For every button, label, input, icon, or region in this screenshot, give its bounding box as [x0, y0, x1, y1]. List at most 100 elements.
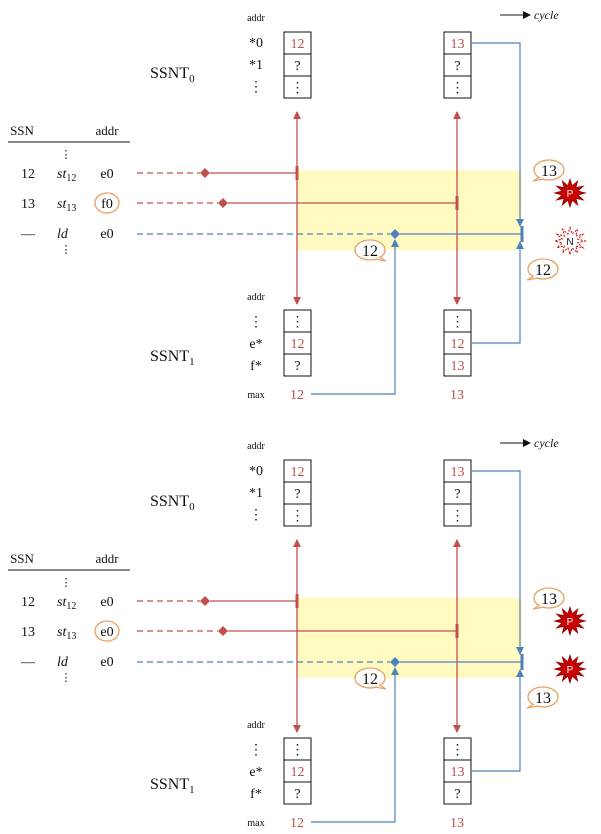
highlight-region — [297, 170, 522, 250]
ssnt1-row-label: f* — [250, 359, 262, 374]
table-row-op: st13 — [57, 625, 76, 642]
ssnt1-row-label: ⋮ — [249, 315, 263, 330]
ssnt0-to-ld-link — [471, 42, 524, 227]
value-badge-left: 12 — [354, 667, 387, 690]
addr-highlight-circle — [94, 192, 120, 214]
cycle-label: cycle — [534, 436, 559, 450]
ssnt0-row-label: *1 — [249, 486, 263, 501]
svg-text:P: P — [567, 665, 574, 676]
svg-text:P: P — [567, 617, 574, 628]
ssnt0-col2-value: ⋮ — [451, 509, 465, 524]
table-row-ssn: 12 — [21, 167, 35, 182]
svg-text:12: 12 — [535, 262, 551, 279]
svg-text:12: 12 — [362, 243, 378, 260]
ssnt1-col1-cell — [283, 781, 312, 805]
table-header-ssn: SSN — [10, 123, 34, 138]
ssnt1-col2-value: ⋮ — [451, 743, 465, 758]
table-row-op: st12 — [57, 167, 76, 184]
svg-text:13: 13 — [541, 163, 557, 180]
table-row-op: st13 — [57, 197, 76, 214]
ssnt1-col2-value: 13 — [451, 765, 465, 780]
table-row-ssn: 13 — [21, 625, 35, 640]
ssnt0-col1-value: ⋮ — [291, 509, 305, 524]
st13-diamond — [218, 626, 228, 636]
value-badge-right-bottom: 13 — [526, 686, 559, 709]
value-badge-right-top: 13 — [532, 159, 565, 182]
table-ellipsis: ⋮ — [61, 244, 72, 256]
table-row-addr: e0 — [100, 625, 113, 640]
ssnt1-col2-value: 12 — [451, 337, 465, 352]
ssnt0-col1-value: ⋮ — [291, 81, 305, 96]
table-row-ssn: 12 — [21, 595, 35, 610]
max-value-1: 12 — [290, 388, 304, 403]
table-row-addr: e0 — [100, 167, 113, 182]
ssnt0-col1-value: ? — [294, 487, 300, 502]
st12-diamond — [200, 596, 210, 606]
ssnt1-to-ld-link — [471, 241, 524, 344]
ssnt1-col2-cell — [443, 781, 472, 805]
ssnt0-title: SSNT0 — [150, 65, 195, 85]
max-label: max — [247, 818, 264, 829]
max-to-ld-link — [311, 239, 399, 395]
ssnt1-col1-value: ⋮ — [291, 315, 305, 330]
ssnt1-col1-value: 12 — [291, 337, 305, 352]
ssnt0-col2-value: 13 — [451, 465, 465, 480]
highlight-region — [297, 598, 522, 678]
ld-diamond — [390, 229, 400, 239]
ssnt0-col2-value: ? — [454, 59, 460, 74]
table-row-op: ld — [57, 227, 69, 242]
ssnt1-row-label: e* — [249, 765, 262, 780]
cycle-label: cycle — [534, 8, 559, 22]
table-row-addr: e0 — [100, 595, 113, 610]
ssnt0-col1-cell — [283, 503, 312, 527]
ssnt1-col1-value: ⋮ — [291, 743, 305, 758]
table-row-op: st12 — [57, 595, 76, 612]
ssnt0-row-label: *0 — [249, 464, 263, 479]
ssnt1-to-ld-link — [471, 669, 524, 772]
ssnt0-title: SSNT0 — [150, 493, 195, 513]
ld-diamond — [390, 657, 400, 667]
ssnt0-addr-header: addr — [247, 441, 265, 452]
ssnt1-col1-value: ? — [294, 359, 300, 374]
svg-text:N: N — [566, 237, 573, 248]
ssnt1-col1-value: 12 — [291, 765, 305, 780]
prediction-burst-bottom: N — [553, 225, 587, 257]
ssnt0-row-label: ⋮ — [249, 80, 263, 95]
max-value-2: 13 — [450, 816, 464, 831]
ssnt1-col2-value: ? — [454, 787, 460, 802]
svg-text:13: 13 — [541, 591, 557, 608]
svg-text:P: P — [567, 189, 574, 200]
ssnt1-col1-cell — [283, 353, 312, 377]
ssnt0-col1-value: 12 — [291, 465, 305, 480]
ssnt1-row-label: ⋮ — [249, 743, 263, 758]
ssnt0-to-ld-link — [471, 470, 524, 655]
value-badge-right-top: 13 — [532, 587, 565, 610]
panel-2: cycleSSNT0addr*0*1⋮12?⋮13?⋮SSNT1addr⋮e*f… — [8, 436, 587, 831]
prediction-burst-top: P — [553, 177, 587, 209]
ssnt0-row-label: *0 — [249, 36, 263, 51]
ssnt1-title: SSNT1 — [150, 348, 195, 368]
table-row-ssn: — — [20, 227, 36, 242]
ssnt0-col1-cell — [283, 75, 312, 99]
table-ellipsis: ⋮ — [61, 672, 72, 684]
max-label: max — [247, 390, 264, 401]
prediction-burst-bottom: P — [553, 653, 587, 685]
ssnt1-addr-header: addr — [247, 720, 265, 731]
table-row-op: ld — [57, 655, 69, 670]
ssnt1-addr-header: addr — [247, 292, 265, 303]
value-badge-right-bottom: 12 — [526, 258, 559, 281]
panel-1: cycleSSNT0addr*0*1⋮12?⋮13?⋮SSNT1addr⋮e*f… — [8, 8, 587, 403]
st12-diamond — [200, 168, 210, 178]
prediction-burst-top: P — [553, 605, 587, 637]
table-row-addr: e0 — [100, 655, 113, 670]
ssnt1-col2-value: ⋮ — [451, 315, 465, 330]
table-ellipsis: ⋮ — [61, 149, 72, 161]
ssnt0-col2-cell — [443, 503, 472, 527]
ssnt0-col1-value: 12 — [291, 37, 305, 52]
ssnt0-col2-value: 13 — [451, 37, 465, 52]
ssnt0-col2-cell — [443, 75, 472, 99]
max-value-1: 12 — [290, 816, 304, 831]
addr-highlight-circle — [94, 620, 120, 642]
table-ellipsis: ⋮ — [61, 577, 72, 589]
